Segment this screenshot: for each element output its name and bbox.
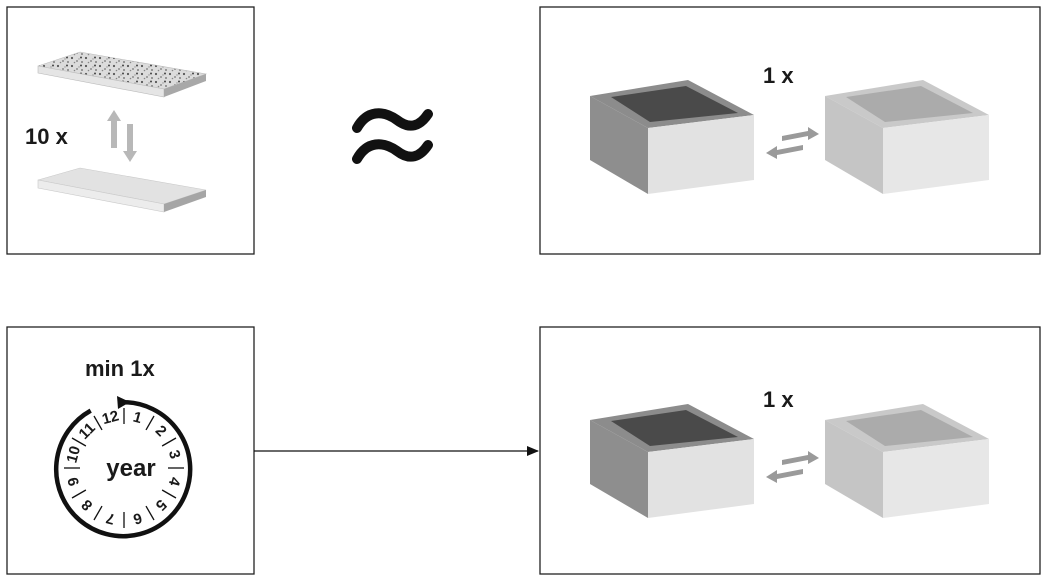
panel-top-right: 1 x: [539, 6, 1041, 255]
clock-tick: [161, 437, 177, 447]
clock-tick: [161, 489, 177, 499]
multiplier-label: 1 x: [763, 387, 794, 412]
used-filter-box-icon: [590, 80, 754, 194]
clock-ring: [54, 399, 193, 539]
clock-tick: [145, 415, 155, 431]
frequency-label: min 1x: [85, 356, 155, 381]
exchange-arrows-icon: [107, 110, 137, 162]
panel-bottom-right: 1 x: [539, 326, 1041, 575]
new-filter-box-icon: [825, 404, 989, 518]
clock-tick: [145, 505, 155, 521]
clock-month-10: 10: [63, 444, 84, 465]
clock-tick: [71, 489, 87, 499]
dirty-plate-icon: [37, 51, 208, 98]
clock-tick: [71, 437, 87, 447]
clock-arrow-icon: [117, 396, 130, 409]
clock-ticks: [64, 408, 184, 528]
clock-tick: [93, 505, 103, 521]
clock-tick: [93, 415, 103, 431]
exchange-arrows-icon: [766, 127, 819, 159]
clock-month-12: 12: [100, 407, 121, 428]
panel-frame: [6, 326, 255, 575]
multiplier-label: 1 x: [763, 63, 794, 88]
used-filter-box-icon: [590, 404, 754, 518]
clean-plate-icon: [37, 167, 207, 213]
new-filter-box-icon: [825, 80, 989, 194]
clock-center-label: year: [106, 455, 155, 482]
approx-equal-icon: [352, 108, 433, 164]
panel-top-left: 10 x: [6, 6, 255, 255]
exchange-arrows-icon: [766, 451, 819, 483]
multiplier-label: 10 x: [25, 124, 69, 149]
